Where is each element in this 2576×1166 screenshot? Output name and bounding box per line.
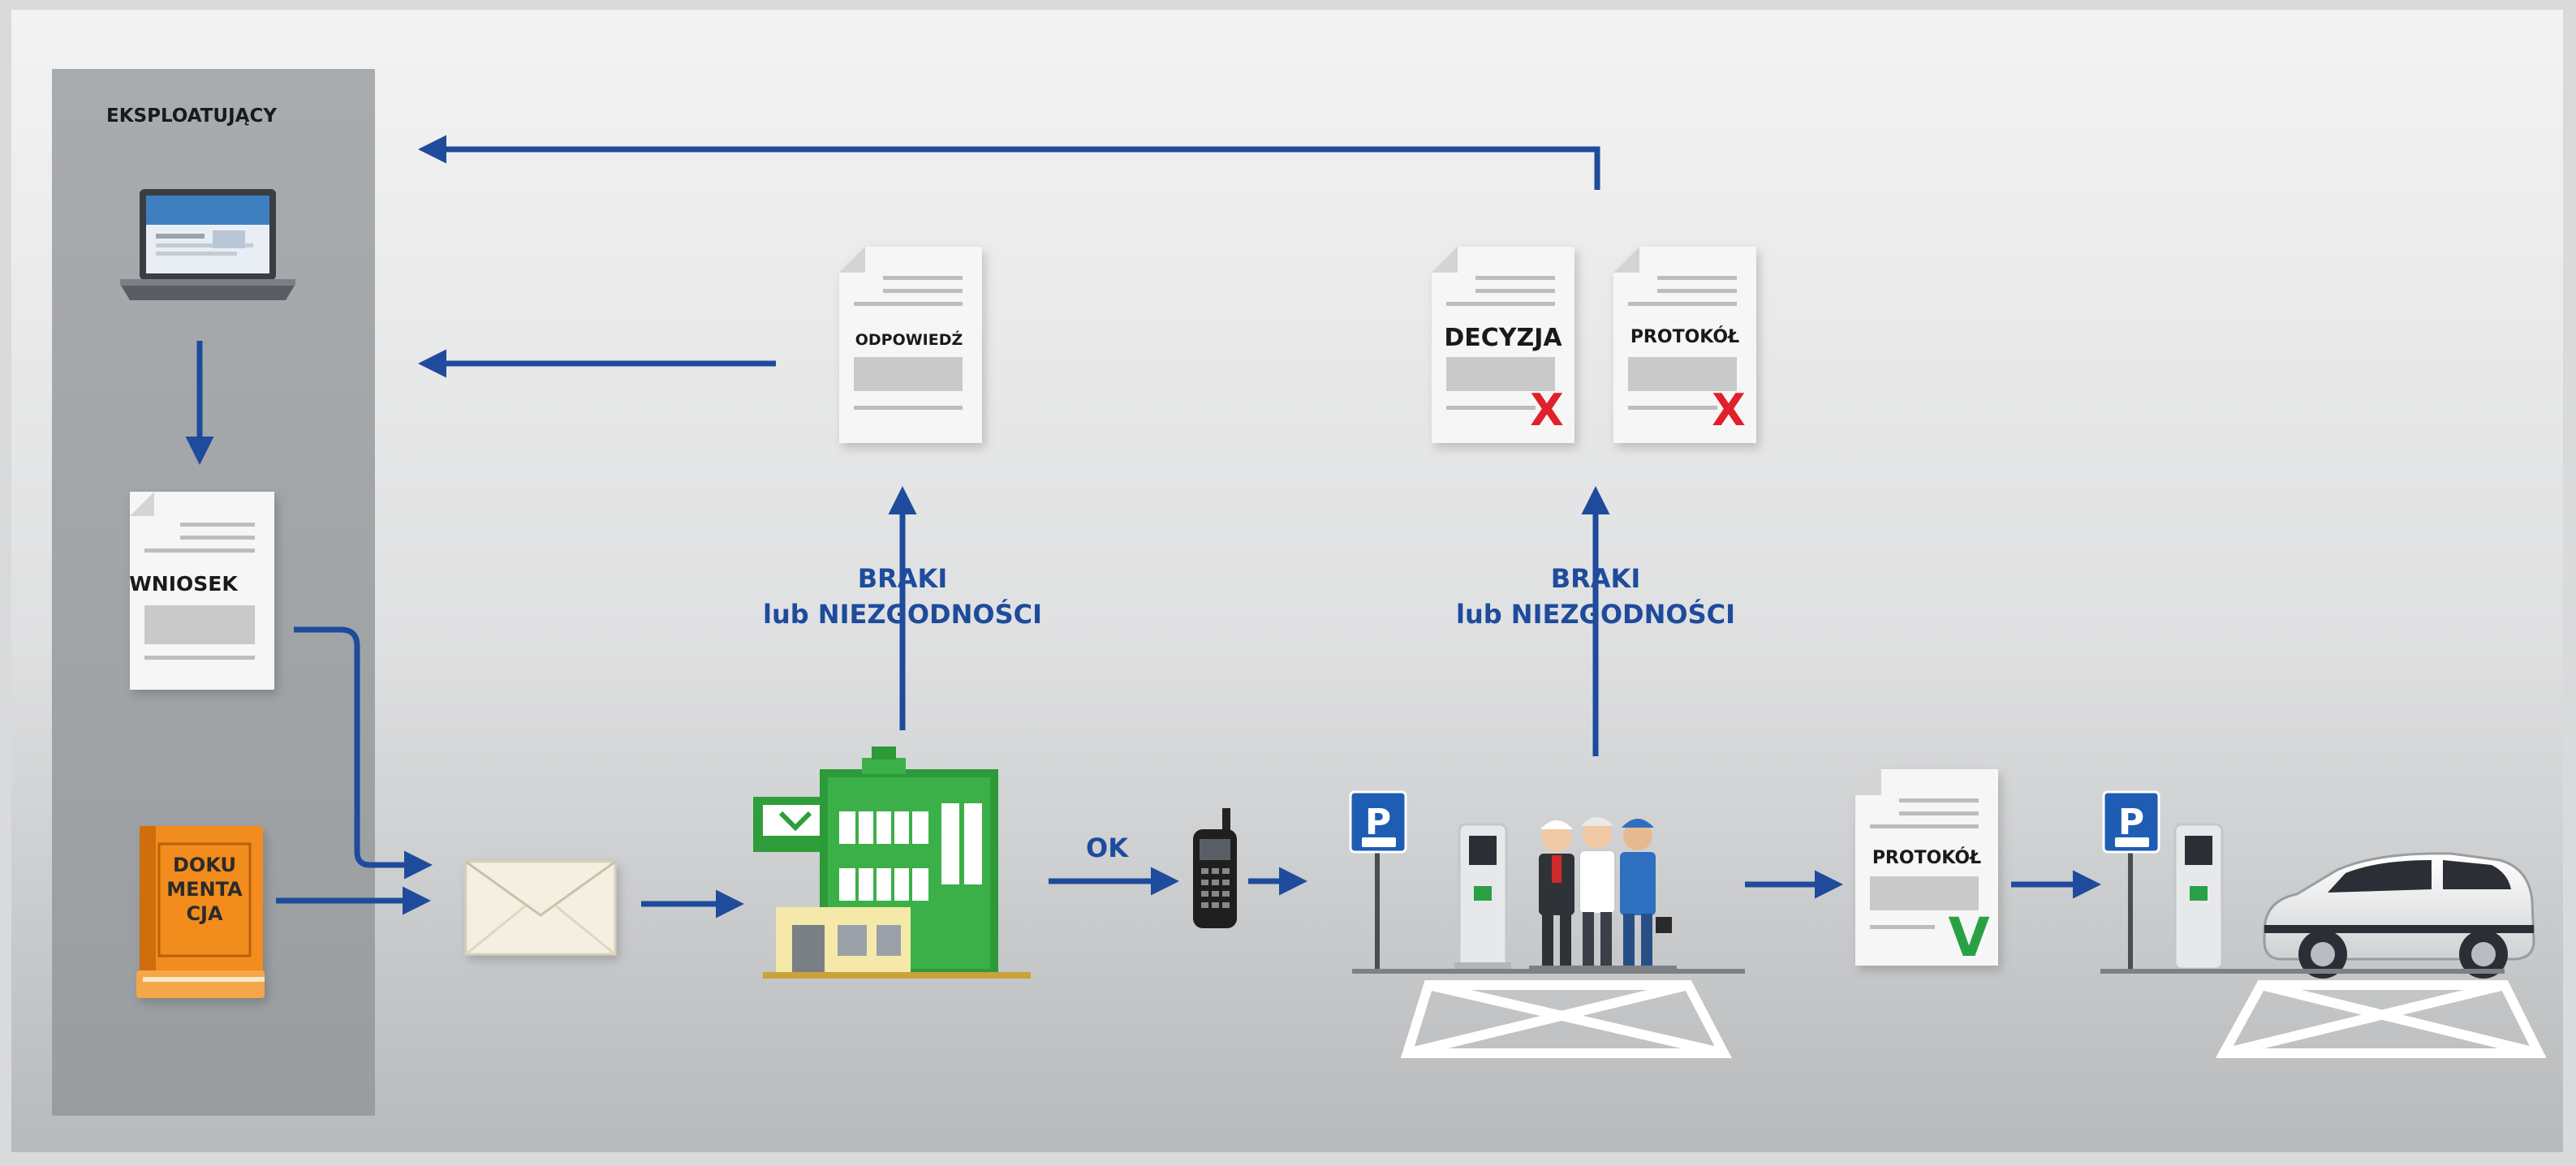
phone-icon xyxy=(1193,808,1237,928)
wniosek-label: WNIOSEK xyxy=(129,572,239,596)
braki-label-1-line1: BRAKI xyxy=(858,563,948,594)
protokol-rejected-document xyxy=(1613,247,1756,443)
odpowiedz-document xyxy=(839,247,982,443)
ground-line-final xyxy=(2100,969,2505,974)
parking-sign-final-label: P xyxy=(2118,802,2144,843)
decyzja-label: DECYZJA xyxy=(1444,324,1562,352)
braki-label-2-line1: BRAKI xyxy=(1551,563,1641,594)
parking-sign-final-icon xyxy=(2102,790,2160,969)
wniosek-document xyxy=(130,492,274,690)
background-panel xyxy=(11,10,2563,1152)
arrow-wniosek-to-envelope xyxy=(294,626,433,880)
protokol-rejected-label: PROTOKÓŁ xyxy=(1630,326,1739,347)
dokumentacja-label-1: DOKU xyxy=(173,854,236,876)
protokol-reject-mark: X xyxy=(1712,385,1746,436)
electric-car-icon xyxy=(2263,852,2535,979)
odpowiedz-label: ODPOWIEDŹ xyxy=(855,330,963,349)
braki-label-1-line2: lub NIEZGODNOŚCI xyxy=(763,598,1042,630)
dokumentacja-label-2: MENTA xyxy=(166,878,243,901)
envelope-icon xyxy=(464,860,617,956)
decyzja-document xyxy=(1432,247,1574,443)
dokumentacja-label-3: CJA xyxy=(186,902,223,925)
parking-sign-label: P xyxy=(1365,802,1391,843)
parking-sign-icon xyxy=(1349,790,1407,969)
parking-bay-final-icon xyxy=(2215,980,2547,1058)
office-building-icon xyxy=(753,746,1031,979)
ground-line xyxy=(1352,969,1745,974)
braki-label-2-line2: lub NIEZGODNOŚCI xyxy=(1456,598,1735,630)
laptop-icon xyxy=(120,189,295,300)
charging-station-final-icon xyxy=(2173,823,2224,970)
dokumentacja-book-icon xyxy=(136,826,265,998)
decyzja-reject-mark: X xyxy=(1530,385,1564,436)
inspectors-group-icon xyxy=(1529,817,1677,970)
sidebar-title: EKSPLOATUJĄCY xyxy=(106,105,277,127)
ok-label: OK xyxy=(1086,833,1129,863)
protokol-approved-label: PROTOKÓŁ xyxy=(1872,847,1981,868)
arrow-top-return xyxy=(418,135,1600,190)
charging-station-icon xyxy=(1454,823,1511,970)
protokol-approve-mark: V xyxy=(1948,906,1989,969)
protokol-approved-document xyxy=(1855,769,1998,966)
parking-bay-icon xyxy=(1400,980,1732,1058)
